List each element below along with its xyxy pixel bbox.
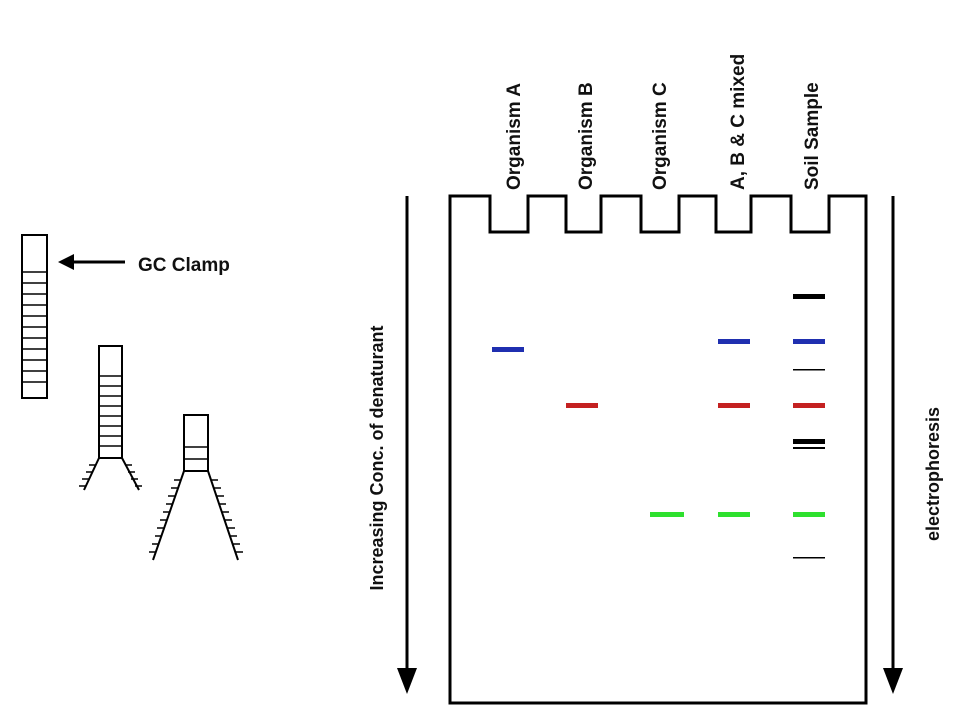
denaturant-label: Increasing Conc. of denaturant — [367, 325, 387, 590]
lane-label-mixed: A, B & C mixed — [728, 54, 749, 190]
band-soil-green — [793, 512, 825, 517]
lane-label-organism-c: Organism C — [650, 82, 671, 190]
band-mixed-red — [718, 403, 750, 408]
denaturant-arrow — [397, 196, 417, 694]
lane-label-organism-b: Organism B — [576, 82, 597, 190]
band-soil-black-top — [793, 294, 825, 299]
gel-bands — [492, 294, 825, 559]
band-soil-black-mid — [793, 439, 825, 444]
band-soil-blue — [793, 339, 825, 344]
band-organism-c-green — [650, 512, 684, 517]
band-soil-red — [793, 403, 825, 408]
band-soil-faint-2 — [793, 447, 825, 449]
gc-clamp-label: GC Clamp — [138, 255, 230, 276]
gc-clamp-arrow — [58, 254, 125, 270]
electrophoresis-label: electrophoresis — [923, 407, 943, 541]
electrophoresis-arrow — [883, 196, 903, 694]
lane-label-organism-a: Organism A — [504, 83, 525, 190]
gel-outline — [448, 194, 868, 705]
lane-label-soil-sample: Soil Sample — [802, 82, 823, 190]
band-soil-faint-1 — [793, 369, 825, 371]
dna-fragment-partially-melted — [79, 345, 142, 491]
dna-fragment-closed — [21, 234, 48, 399]
band-mixed-green — [718, 512, 750, 517]
band-mixed-blue — [718, 339, 750, 344]
dna-fragment-melted — [149, 414, 243, 561]
band-organism-a-blue — [492, 347, 524, 352]
band-soil-faint-3 — [793, 557, 825, 559]
band-organism-b-red — [566, 403, 598, 408]
